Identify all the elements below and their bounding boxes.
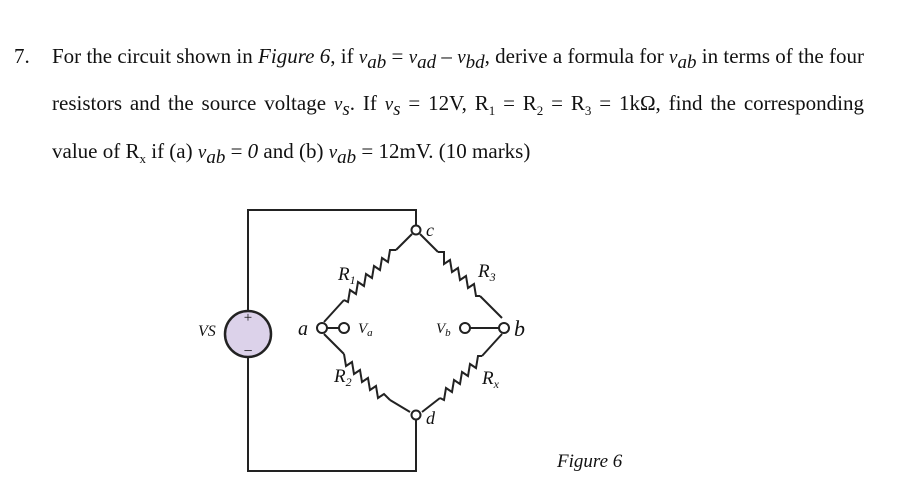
figure-caption: Figure 6 bbox=[557, 451, 623, 472]
v-ab-symbol-2: v bbox=[669, 47, 678, 68]
r1-subscript: 1 bbox=[488, 103, 496, 119]
label-vb: Vb bbox=[436, 321, 451, 339]
text-s8: = R bbox=[543, 91, 585, 116]
label-rx-subscript: x bbox=[493, 377, 500, 391]
label-r2: R2 bbox=[333, 366, 352, 389]
question-7: 7. For the circuit shown in Figure 6, if… bbox=[14, 36, 864, 180]
question-number: 7. bbox=[14, 44, 30, 68]
label-r1-letter: R bbox=[337, 264, 350, 285]
resistor-rx bbox=[439, 355, 482, 402]
label-node-b: b bbox=[514, 316, 525, 341]
label-va-subscript: a bbox=[367, 327, 373, 339]
v-s-subscript-2: s bbox=[393, 99, 401, 121]
v-bd-subscript: bd bbox=[465, 52, 485, 74]
wire-bottom bbox=[247, 357, 417, 472]
wire-a-r2 bbox=[323, 333, 345, 355]
circuit-figure: + − VS R1 R3 R2 Rx a b c d Va Vb bbox=[186, 196, 566, 486]
v-ab-symbol: v bbox=[358, 47, 368, 68]
label-vs: VS bbox=[198, 323, 216, 340]
text-s13: = 12mV. (10 marks) bbox=[356, 139, 531, 164]
label-rx-letter: R bbox=[481, 368, 494, 389]
v-ab-subscript-3: ab bbox=[206, 147, 226, 169]
label-r3: R3 bbox=[477, 261, 496, 284]
text-s4: in terms of the four resistors and the s… bbox=[52, 44, 864, 116]
resistor-r3 bbox=[438, 251, 480, 297]
v-s-symbol-2: v bbox=[384, 94, 394, 116]
label-node-a: a bbox=[298, 318, 308, 340]
v-ab-subscript-4: ab bbox=[337, 147, 357, 169]
label-vb-subscript: b bbox=[445, 327, 451, 339]
v-ad-symbol: v bbox=[408, 47, 418, 68]
v-ab-subscript-2: ab bbox=[677, 52, 697, 74]
text-s10: if (a) bbox=[145, 139, 198, 164]
text-s7: = R bbox=[495, 91, 537, 116]
v-bd-symbol: v bbox=[457, 47, 466, 68]
wire-r3-b bbox=[479, 295, 503, 319]
wire-b-rx bbox=[481, 333, 503, 357]
v-ad-subscript: ad bbox=[417, 52, 437, 74]
vb-terminal bbox=[459, 322, 471, 334]
text-s5: . If bbox=[349, 91, 385, 116]
wire-c-r1 bbox=[395, 233, 413, 251]
v-s-subscript: s bbox=[342, 99, 350, 121]
r2-subscript: 2 bbox=[536, 103, 544, 119]
label-rx: Rx bbox=[481, 368, 500, 391]
minus-sign: – bbox=[436, 44, 458, 68]
wheatstone-bridge-diagram: + − VS R1 R3 R2 Rx a b c d Va Vb bbox=[198, 209, 525, 472]
text-s1: For the circuit shown in bbox=[52, 44, 259, 68]
source-minus-sign: − bbox=[243, 343, 252, 360]
text-s12: and (b) bbox=[258, 139, 329, 164]
node-d-terminal bbox=[410, 409, 422, 421]
va-terminal bbox=[338, 322, 350, 334]
node-c-terminal bbox=[410, 224, 422, 236]
wire-r2-d bbox=[389, 399, 411, 413]
label-r1-subscript: 1 bbox=[350, 273, 356, 287]
rx-subscript: x bbox=[139, 151, 146, 167]
label-node-c: c bbox=[426, 220, 434, 240]
label-va: Va bbox=[358, 321, 373, 339]
figure-reference: Figure 6 bbox=[258, 44, 331, 68]
text-s3: , derive a formula for bbox=[484, 44, 670, 68]
v-s-symbol: v bbox=[333, 94, 343, 116]
text-s11: = bbox=[225, 139, 248, 164]
label-r3-subscript: 3 bbox=[489, 270, 496, 284]
wire-rx-d bbox=[421, 397, 441, 413]
label-r1: R1 bbox=[337, 264, 356, 287]
wire-c-r3 bbox=[419, 233, 439, 253]
label-r2-letter: R bbox=[333, 366, 346, 387]
resistor-r1 bbox=[343, 249, 396, 304]
label-r3-letter: R bbox=[477, 261, 490, 282]
v-ab-subscript: ab bbox=[367, 52, 387, 74]
label-vb-letter: V bbox=[436, 321, 447, 337]
wire-r1-a bbox=[323, 299, 345, 323]
node-a-terminal bbox=[316, 322, 328, 334]
circuit-wires bbox=[247, 209, 503, 472]
resistor-r2 bbox=[343, 353, 391, 401]
text-s2: , if bbox=[330, 44, 359, 68]
v-ab-symbol-3: v bbox=[197, 142, 207, 164]
equals-1: = bbox=[386, 44, 409, 68]
text-s9: = 1kΩ, find the corresponding value of R bbox=[52, 91, 864, 164]
label-r2-subscript: 2 bbox=[346, 375, 352, 389]
label-node-d: d bbox=[426, 408, 436, 428]
voltage-source bbox=[223, 309, 273, 359]
r3-subscript: 3 bbox=[584, 103, 592, 119]
label-va-letter: V bbox=[358, 321, 369, 337]
v-ab-symbol-4: v bbox=[328, 142, 338, 164]
node-b-terminal bbox=[498, 322, 510, 334]
source-plus-sign: + bbox=[244, 310, 252, 326]
zero-value: 0 bbox=[247, 139, 259, 164]
wire-top bbox=[247, 209, 417, 311]
text-s6: = 12V, R bbox=[400, 91, 489, 116]
question-text: For the circuit shown in Figure 6, if va… bbox=[52, 36, 864, 180]
